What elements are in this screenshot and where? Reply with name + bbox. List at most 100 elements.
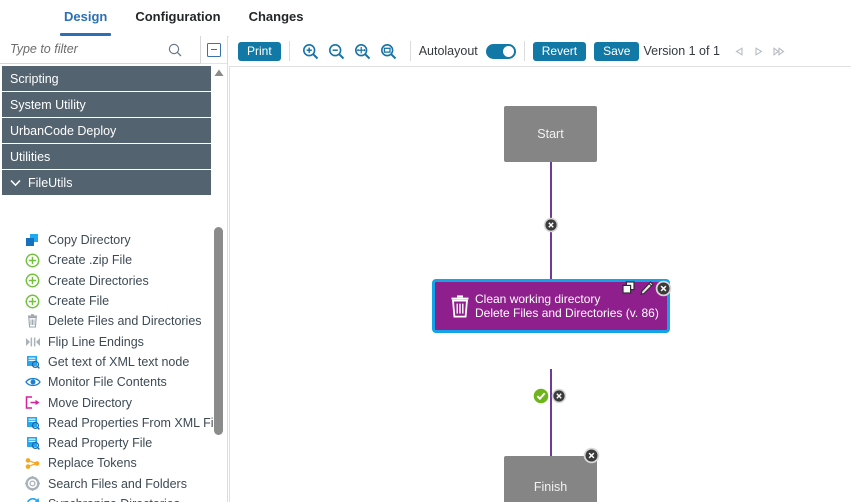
filter-box [0,35,201,64]
node-finish[interactable]: Finish [504,456,597,502]
list-item[interactable]: Create Directories [0,271,212,291]
list-item[interactable]: Move Directory [0,392,212,412]
list-item[interactable]: Search Files and Folders [0,474,212,494]
filter-row [0,35,227,64]
top-tab-bar: Design Configuration Changes [0,0,851,37]
list-item-label: Replace Tokens [48,456,137,471]
step-palette-panel: Scripting System Utility UrbanCode Deplo… [0,35,228,502]
list-item-label: Copy Directory [48,233,131,248]
collapse-all-button[interactable] [201,36,227,64]
node-start[interactable]: Start [504,106,597,162]
list-item-label: Flip Line Endings [48,334,144,349]
list-item[interactable]: Create File [0,291,212,311]
process-canvas[interactable]: Start Clean working directory D [229,66,851,502]
tab-list: Design Configuration Changes [0,0,851,36]
copy-directory-icon [24,233,41,248]
node-subtitle: Delete Files and Directories (v. 86) [475,306,659,320]
chevron-down-icon [10,179,21,187]
list-item[interactable]: Read Properties From XML File [0,413,223,433]
node-start-label: Start [537,127,564,141]
toggle-knob [502,45,514,57]
zoom-in-icon[interactable] [301,41,321,61]
toolbar-divider [523,41,525,61]
list-item-label: Synchronize Directories [48,497,180,502]
edge-delete-icon[interactable] [551,388,567,404]
copy-icon[interactable] [622,281,636,295]
version-next-icon[interactable] [754,46,763,56]
list-item-label: Delete Files and Directories [48,314,202,329]
xml-inspect-icon [24,354,41,369]
flip-line-endings-icon [24,334,41,349]
tab-changes-label: Changes [248,9,304,24]
palette-group-fileutils-label: FileUtils [28,175,73,190]
plus-circle-icon [24,253,41,268]
node-title: Clean working directory [475,292,601,306]
list-item-label: Read Property File [48,436,153,451]
autolayout-toggle[interactable] [485,43,516,59]
process-editor-pane: Print [229,36,851,502]
edge-delete-icon[interactable] [543,217,559,233]
replace-tokens-icon [24,456,41,471]
editor-toolbar: Print [229,36,851,66]
tab-configuration-label: Configuration [135,9,221,24]
list-item[interactable]: Delete Files and Directories [0,311,212,331]
node-text-block: Clean working directory Delete Files and… [475,292,659,320]
print-button[interactable]: Print [238,41,281,61]
list-item[interactable]: Copy Directory [0,230,212,250]
toolbar-divider [288,41,290,61]
xml-inspect-icon [24,415,41,430]
xml-inspect-icon [24,436,41,451]
version-label: Version 1 of 1 [643,44,720,58]
list-item[interactable]: Replace Tokens [0,453,212,473]
save-button[interactable]: Save [594,41,640,61]
gear-icon [24,476,41,492]
palette-group-urbancode-deploy[interactable]: UrbanCode Deploy [2,118,211,143]
palette-group-fileutils[interactable]: FileUtils [2,170,211,195]
eye-icon [24,375,41,390]
edit-pencil-icon[interactable] [639,280,654,296]
list-item-label: Monitor File Contents [48,375,167,390]
search-input[interactable] [0,42,200,56]
palette-list-scrollbar[interactable] [214,227,223,435]
tab-design-label: Design [64,9,108,24]
palette-group-scripting-label: Scripting [10,71,59,86]
palette-group-utilities[interactable]: Utilities [2,144,211,169]
close-icon[interactable] [583,447,600,464]
revert-button[interactable]: Revert [532,41,587,61]
trash-icon [24,314,41,329]
list-item-label: Move Directory [48,395,133,410]
list-item[interactable]: Create .zip File [0,250,212,270]
list-item-label: Create .zip File [48,253,133,268]
palette-group-system-utility-label: System Utility [10,97,86,112]
move-directory-icon [24,395,41,410]
list-item-label: Search Files and Folders [48,476,187,491]
list-item[interactable]: Flip Line Endings [0,331,212,351]
zoom-fit-icon[interactable] [353,41,373,61]
palette-scroll-up-arrow[interactable] [213,68,225,78]
palette-group-system-utility[interactable]: System Utility [2,92,211,117]
tab-configuration[interactable]: Configuration [121,0,234,36]
palette-group-utilities-label: Utilities [10,149,51,164]
zoom-out-icon[interactable] [327,41,347,61]
version-prev-icon[interactable] [735,46,744,56]
palette-group-scripting[interactable]: Scripting [2,66,211,91]
plus-circle-icon [24,294,41,309]
tab-design[interactable]: Design [50,0,121,36]
list-item-label: Get text of XML text node [48,354,190,369]
list-item-label: Create File [48,294,110,309]
edge-task-to-finish [550,369,552,475]
palette-step-list: Copy Directory Create .zip File [0,230,223,502]
edge-success-icon[interactable] [533,388,549,404]
list-item[interactable]: Synchronize Directories [0,494,212,502]
version-last-icon[interactable] [773,46,786,56]
tab-changes[interactable]: Changes [235,0,318,36]
zoom-actual-icon[interactable] [379,41,399,61]
list-item[interactable]: Monitor File Contents [0,372,212,392]
node-action-bar [622,279,672,297]
palette-group-list: Scripting System Utility UrbanCode Deplo… [0,64,228,502]
close-icon[interactable] [655,280,672,297]
list-item[interactable]: Get text of XML text node [0,352,212,372]
list-item[interactable]: Read Property File [0,433,212,453]
collapse-all-icon [207,42,221,57]
